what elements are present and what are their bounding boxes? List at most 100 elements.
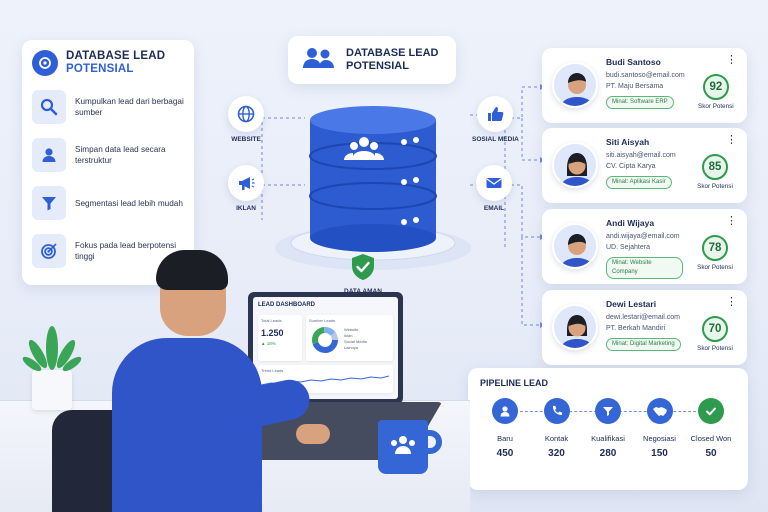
score-value: 85 — [702, 154, 728, 180]
chat-icon — [32, 50, 58, 77]
user-icon — [492, 398, 518, 424]
database-title-card: DATABASE LEAD POTENSIAL — [288, 36, 456, 84]
lead-score: 85 Skor Potensi — [691, 136, 739, 195]
score-label: Skor Potensi — [697, 183, 733, 190]
shield-check-icon — [349, 252, 377, 284]
source-website: WEBSITE — [228, 96, 264, 143]
source-email: EMAIL — [476, 165, 512, 212]
stage-label: Kualifikasi — [591, 434, 625, 443]
pipeline-stage-baru: Baru 450 — [480, 398, 530, 459]
megaphone-icon — [228, 165, 264, 201]
plant-icon — [22, 326, 82, 372]
handshake-icon — [646, 398, 673, 424]
growth-badge: ▲ 18% — [261, 341, 276, 346]
person-hair — [156, 250, 228, 290]
source-iklan: IKLAN — [228, 165, 264, 212]
database-title: DATABASE LEAD POTENSIAL — [346, 46, 439, 72]
funnel-icon — [32, 186, 66, 221]
mug — [378, 420, 428, 474]
avatar — [552, 223, 598, 269]
interest-badge: Minat: Aplikasi Kasir — [606, 175, 672, 190]
lead-card[interactable]: Dewi Lestari dewi.lestari@email.com PT. … — [542, 290, 747, 365]
funnel-icon — [595, 398, 621, 424]
avatar — [552, 304, 598, 350]
source-label: IKLAN — [236, 205, 256, 212]
source-label: WEBSITE — [231, 136, 261, 143]
person-hand — [296, 424, 330, 444]
security-badge: DATA AMAN — [344, 252, 382, 295]
stage-value: 320 — [548, 448, 565, 459]
score-label: Skor Potensi — [697, 264, 733, 271]
sources-widget: Sumber Leads Website Iklan Social Media … — [306, 315, 393, 361]
dashboard-title: LEAD DASHBOARD — [258, 302, 315, 308]
lead-name: Dewi Lestari — [606, 299, 657, 309]
stage-value: 280 — [599, 448, 617, 459]
benefit-item: Kumpulkan lead dari berbagai sumber — [32, 86, 184, 128]
total-leads-value: 1.250 — [261, 328, 284, 338]
pipeline-title: PIPELINE LEAD — [480, 378, 549, 388]
pipeline-panel: PIPELINE LEAD Baru 450 Kontak 320 Kualif… — [468, 368, 748, 490]
benefit-item: Segmentasi lead lebih mudah — [32, 182, 184, 224]
lead-email: andi.wijaya@email.com — [606, 233, 680, 241]
pipeline-stage-negosiasi: Negosiasi 150 — [635, 398, 685, 459]
lead-score: 78 Skor Potensi — [691, 217, 739, 276]
score-value: 70 — [702, 316, 728, 342]
lead-company: CV. Cipta Karya — [606, 163, 656, 171]
lead-card[interactable]: Budi Santoso budi.santoso@email.com PT. … — [542, 48, 747, 123]
more-options-icon[interactable]: ⋮ — [726, 215, 737, 227]
user-icon — [32, 138, 66, 173]
benefit-text: Simpan data lead secara terstruktur — [75, 145, 166, 166]
phone-icon — [543, 398, 570, 424]
globe-icon — [228, 96, 264, 132]
more-options-icon[interactable]: ⋮ — [726, 54, 737, 66]
lead-email: siti.aisyah@email.com — [606, 152, 676, 160]
score-value: 92 — [702, 74, 729, 100]
stage-label: Closed Won — [690, 434, 732, 443]
stage-label: Kontak — [544, 434, 569, 443]
plant-pot — [32, 370, 72, 410]
benefit-text: Fokus pada lead berpotensi tinggi — [75, 241, 177, 262]
lead-name: Siti Aisyah — [606, 137, 650, 147]
lead-company: UD. Sejahtera — [606, 244, 650, 252]
more-options-icon[interactable]: ⋮ — [726, 296, 737, 308]
benefits-panel: DATABASE LEAD POTENSIAL Kumpulkan lead d… — [22, 40, 194, 285]
score-label: Skor Potensi — [697, 345, 733, 352]
interest-badge: Minat: Digital Marketing — [606, 337, 681, 352]
benefit-item: Fokus pada lead berpotensi tinggi — [32, 230, 184, 272]
database-illustration — [268, 100, 478, 280]
benefits-title: DATABASE LEAD POTENSIAL — [66, 50, 166, 76]
total-leads-widget: Total Leads 1.250 ▲ 18% — [258, 315, 302, 361]
more-options-icon[interactable]: ⋮ — [726, 134, 737, 146]
donut-chart — [312, 327, 338, 353]
lead-score: 70 Skor Potensi — [691, 298, 739, 357]
benefit-text: Segmentasi lead lebih mudah — [75, 198, 183, 208]
lead-score: 92 Skor Potensi — [693, 56, 739, 115]
avatar — [552, 62, 598, 108]
lead-card[interactable]: Siti Aisyah siti.aisyah@email.com CV. Ci… — [542, 128, 747, 203]
score-value: 78 — [702, 235, 728, 261]
thumbs-up-icon — [477, 96, 514, 132]
benefits-header: DATABASE LEAD POTENSIAL — [32, 50, 184, 77]
users-icon — [300, 46, 336, 75]
stage-label: Baru — [497, 434, 513, 443]
lead-email: dewi.lestari@email.com — [606, 314, 681, 322]
stage-label: Negosiasi — [643, 434, 676, 443]
stage-value: 50 — [705, 448, 717, 459]
security-label: DATA AMAN — [344, 288, 382, 295]
search-icon — [32, 90, 66, 125]
users-icon — [391, 436, 415, 454]
benefit-text: Kumpulkan lead dari berbagai sumber — [75, 97, 184, 118]
pipeline-stage-kualifikasi: Kualifikasi 280 — [583, 398, 633, 459]
interest-badge: Minat: Software ERP — [606, 95, 674, 110]
lead-card[interactable]: Andi Wijaya andi.wijaya@email.com UD. Se… — [542, 209, 747, 284]
envelope-icon — [476, 165, 512, 201]
target-icon — [32, 234, 66, 269]
check-icon — [698, 398, 724, 424]
pipeline-stage-closed-won: Closed Won 50 — [686, 398, 736, 459]
stage-value: 450 — [496, 448, 514, 459]
lead-email: budi.santoso@email.com — [606, 72, 685, 80]
lead-name: Andi Wijaya — [606, 218, 655, 228]
lead-company: PT. Berkah Mandiri — [606, 325, 666, 333]
mug-handle — [424, 430, 442, 454]
source-label: EMAIL — [483, 205, 505, 212]
